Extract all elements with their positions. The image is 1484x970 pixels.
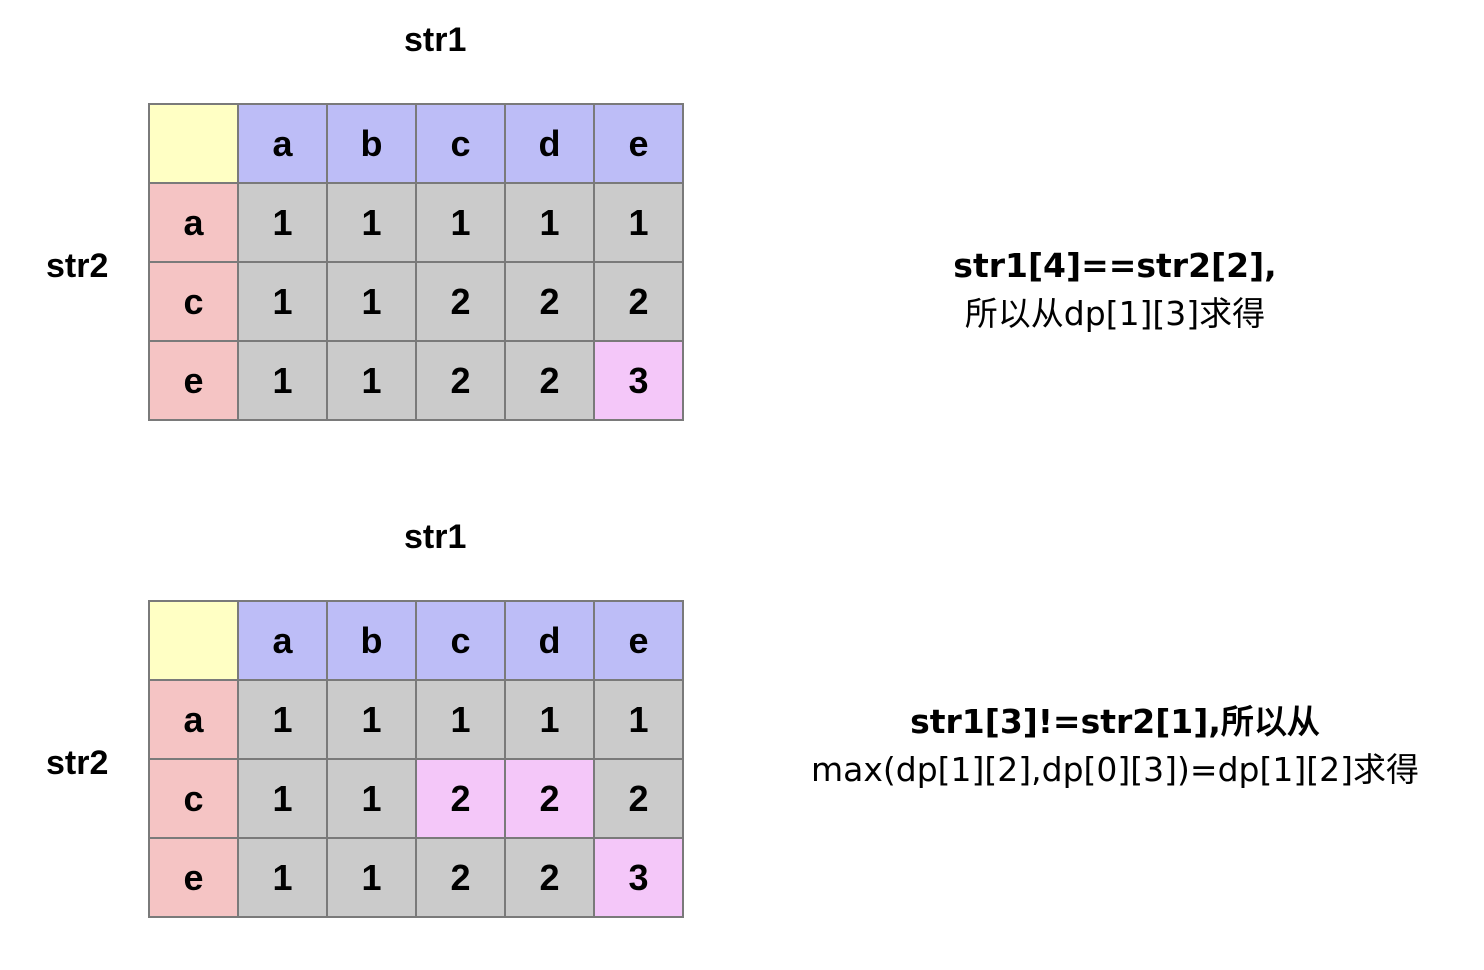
row-header: e: [150, 342, 239, 421]
column-header: c: [417, 602, 506, 681]
table-cell: 1: [328, 263, 417, 342]
table-cell: 1: [506, 184, 595, 263]
column-header: a: [239, 105, 328, 184]
row-header: c: [150, 760, 239, 839]
str2-label: str2: [46, 744, 109, 782]
table-cell: 1: [239, 760, 328, 839]
table-cell: 1: [239, 184, 328, 263]
column-header: e: [595, 105, 684, 184]
table-cell: 1: [595, 681, 684, 760]
corner-cell: [150, 602, 239, 681]
table-cell: 2: [417, 342, 506, 421]
table-cell: 1: [506, 681, 595, 760]
table-cell: 2: [506, 342, 595, 421]
str1-label: str1: [404, 518, 467, 556]
corner-cell: [150, 105, 239, 184]
table-cell: 1: [328, 760, 417, 839]
note-line-1: str1[3]!=str2[1],所以从: [910, 702, 1320, 741]
note-line-1: str1[4]==str2[2],: [953, 246, 1277, 285]
table-cell: 1: [239, 263, 328, 342]
row-header: e: [150, 839, 239, 918]
column-header: b: [328, 602, 417, 681]
highlighted-cell: 3: [595, 839, 684, 918]
column-header: b: [328, 105, 417, 184]
table-cell: 1: [328, 681, 417, 760]
table-cell: 1: [417, 184, 506, 263]
row-header: a: [150, 681, 239, 760]
table-cell: 2: [506, 839, 595, 918]
row-header: a: [150, 184, 239, 263]
table-cell: 1: [328, 839, 417, 918]
table-cell: 1: [239, 839, 328, 918]
column-header: e: [595, 602, 684, 681]
column-header: c: [417, 105, 506, 184]
table-cell: 2: [417, 263, 506, 342]
highlighted-cell: 3: [595, 342, 684, 421]
str1-label: str1: [404, 21, 467, 59]
table-cell: 2: [595, 263, 684, 342]
str2-label: str2: [46, 247, 109, 285]
column-header: a: [239, 602, 328, 681]
table-cell: 1: [595, 184, 684, 263]
note-line-2: max(dp[1][2],dp[0][3])=dp[1][2]求得: [811, 750, 1419, 789]
column-header: d: [506, 602, 595, 681]
note-line-2: 所以从dp[1][3]求得: [964, 294, 1266, 333]
highlighted-cell: 2: [417, 760, 506, 839]
table-cell: 2: [417, 839, 506, 918]
table-cell: 1: [417, 681, 506, 760]
table-cell: 1: [328, 342, 417, 421]
table-cell: 2: [595, 760, 684, 839]
table-cell: 1: [328, 184, 417, 263]
highlighted-cell: 2: [506, 760, 595, 839]
table-cell: 1: [239, 681, 328, 760]
row-header: c: [150, 263, 239, 342]
table-cell: 1: [239, 342, 328, 421]
table-cell: 2: [506, 263, 595, 342]
explanation-note: str1[4]==str2[2], 所以从dp[1][3]求得: [870, 242, 1360, 338]
column-header: d: [506, 105, 595, 184]
explanation-note: str1[3]!=str2[1],所以从 max(dp[1][2],dp[0][…: [780, 698, 1450, 794]
